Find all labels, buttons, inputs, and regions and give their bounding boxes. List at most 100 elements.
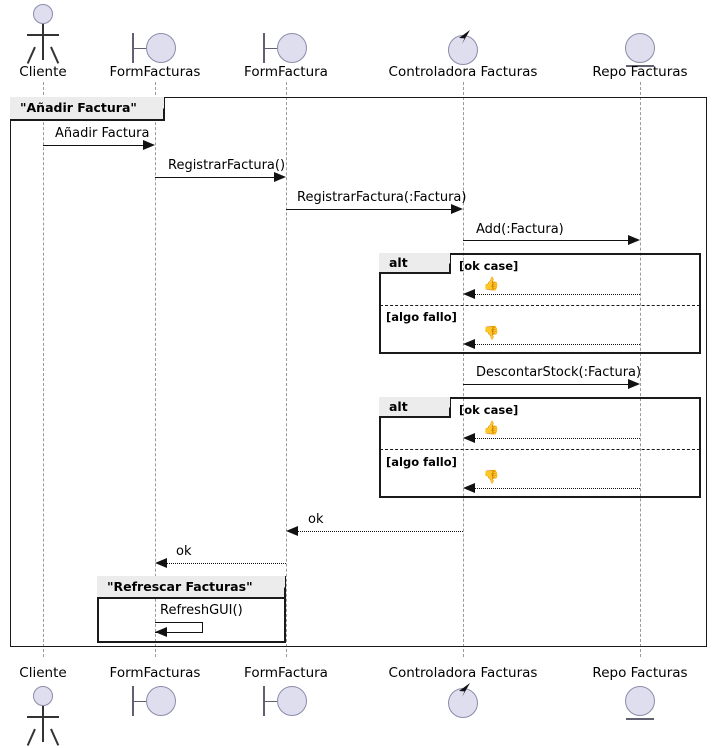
entity-icon	[625, 33, 655, 63]
boundary-icon	[277, 686, 307, 716]
entity-icon-base	[626, 718, 654, 720]
participant-label-cliente-bottom: Cliente	[19, 665, 67, 681]
participant-icon-formfacturas-bottom	[132, 686, 178, 720]
boundary-icon-stub	[132, 700, 146, 702]
lifeline-cliente	[43, 82, 44, 657]
message-line-ok-return-2	[475, 438, 640, 439]
message-arrow-ok-return-2	[463, 432, 475, 443]
boundary-icon-stub	[132, 47, 146, 49]
stick-arms	[27, 716, 59, 718]
stick-figure-icon	[33, 686, 53, 706]
guard-alt-1-op-2: [algo fallo]	[386, 310, 457, 324]
message-line-ok-formfactura	[167, 563, 286, 564]
frame-tab-refrescar-facturas: "Refrescar Facturas"	[97, 576, 286, 599]
participant-icon-formfactura-bottom	[263, 686, 309, 720]
lifeline-formfactura	[286, 82, 287, 657]
control-icon	[448, 35, 478, 65]
message-label-registrarfactura-factura: RegistrarFactura(:Factura)	[297, 190, 467, 205]
message-line-ok-return-1	[475, 294, 640, 295]
entity-icon	[625, 686, 655, 716]
message-line-ok-controladora	[298, 531, 463, 532]
thumbs-down-icon: 👎	[483, 470, 500, 485]
message-line-fail-return-2	[475, 488, 640, 489]
frame-tab-alt-2: alt	[379, 397, 451, 418]
frame-tab-label: "Refrescar Facturas"	[107, 578, 253, 594]
lifeline-formfacturas	[155, 82, 156, 657]
entity-icon-base	[626, 65, 654, 67]
guard-alt-2-op-2: [algo fallo]	[386, 455, 457, 469]
stick-leg-left	[26, 46, 36, 64]
stick-figure-icon	[33, 4, 53, 24]
message-line-anadir-factura	[43, 145, 143, 146]
stick-body	[42, 706, 44, 742]
frame-tab-alt-1: alt	[379, 253, 451, 274]
boundary-icon	[277, 33, 307, 63]
guard-alt-1-op-1: [ok case]	[459, 259, 519, 273]
participant-icon-cliente-bottom	[23, 686, 63, 748]
message-self-refreshgui	[155, 622, 203, 633]
participant-label-formfactura-bottom: FormFactura	[244, 665, 328, 681]
stick-body	[42, 24, 44, 60]
guard-alt-2-op-1: [ok case]	[459, 403, 519, 417]
message-arrow-anadir-factura	[143, 139, 155, 150]
message-arrow-registrarfactura-factura	[451, 203, 463, 214]
message-arrow-fail-return-2	[463, 482, 475, 493]
message-line-registrarfactura-factura	[286, 209, 451, 210]
message-arrow-refreshgui	[155, 627, 167, 637]
participant-icon-formfacturas-top	[132, 33, 178, 67]
lifeline-controladora	[463, 82, 464, 657]
participant-label-repofacturas-bottom: Repo Facturas	[592, 665, 688, 681]
stick-leg-left	[26, 728, 36, 746]
frame-tab-shape	[10, 97, 164, 120]
message-arrow-registrarfactura	[274, 171, 286, 182]
participant-label-formfacturas-bottom: FormFacturas	[109, 665, 201, 681]
participant-label-cliente-top: Cliente	[19, 64, 67, 80]
message-arrow-descontarstock	[628, 378, 640, 389]
thumbs-up-icon: 👍	[483, 421, 500, 436]
message-label-add-factura: Add(:Factura)	[476, 222, 564, 237]
message-label-ok-controladora: ok	[308, 512, 324, 527]
frame-tab-anadir-factura: "Añadir Factura"	[10, 97, 165, 121]
participant-label-formfacturas-top: FormFacturas	[109, 64, 201, 80]
thumbs-up-icon: 👍	[483, 277, 500, 292]
message-arrow-ok-return-1	[463, 288, 475, 299]
message-line-descontarstock	[463, 384, 628, 385]
message-arrow-ok-controladora	[286, 525, 298, 536]
participant-icon-controladora-top	[448, 30, 482, 67]
control-icon-arrow	[459, 30, 470, 44]
message-line-add-factura	[463, 240, 628, 241]
message-arrow-ok-formfactura	[155, 557, 167, 568]
frame-anadir-factura	[10, 97, 707, 647]
participant-icon-formfactura-top	[263, 33, 309, 67]
message-label-registrarfactura: RegistrarFactura()	[168, 158, 286, 173]
frame-alt-1	[379, 253, 701, 354]
message-line-registrarfactura	[155, 177, 274, 178]
frame-tab-label: alt	[389, 254, 408, 270]
lifeline-repofacturas	[640, 82, 641, 657]
message-label-anadir-factura: Añadir Factura	[55, 126, 150, 141]
message-label-refreshgui: RefreshGUI()	[160, 603, 243, 618]
message-arrow-fail-return-1	[463, 338, 475, 349]
control-icon-arrow	[459, 683, 470, 697]
frame-alt-2	[379, 397, 701, 498]
participant-label-controladora-bottom: Controladora Facturas	[388, 665, 538, 681]
frame-tab-label: alt	[389, 398, 408, 414]
stick-arms	[27, 34, 59, 36]
boundary-icon-stub	[263, 700, 277, 702]
boundary-icon	[146, 686, 176, 716]
message-label-descontarstock: DescontarStock(:Factura)	[476, 365, 642, 380]
thumbs-down-icon: 👎	[483, 326, 500, 341]
participant-label-controladora-top: Controladora Facturas	[388, 64, 538, 80]
operand-divider-alt-1	[380, 305, 700, 306]
participant-icon-repofacturas-bottom	[625, 686, 657, 724]
message-arrow-add-factura	[628, 234, 640, 245]
frame-tab-label: "Añadir Factura"	[20, 100, 137, 116]
participant-label-repofacturas-top: Repo Facturas	[592, 64, 688, 80]
participant-icon-repofacturas-top	[625, 33, 657, 71]
stick-leg-right	[50, 728, 59, 746]
stick-leg-right	[50, 46, 59, 64]
participant-icon-cliente-top	[23, 4, 63, 64]
boundary-icon-stub	[263, 47, 277, 49]
message-line-fail-return-1	[475, 344, 640, 345]
